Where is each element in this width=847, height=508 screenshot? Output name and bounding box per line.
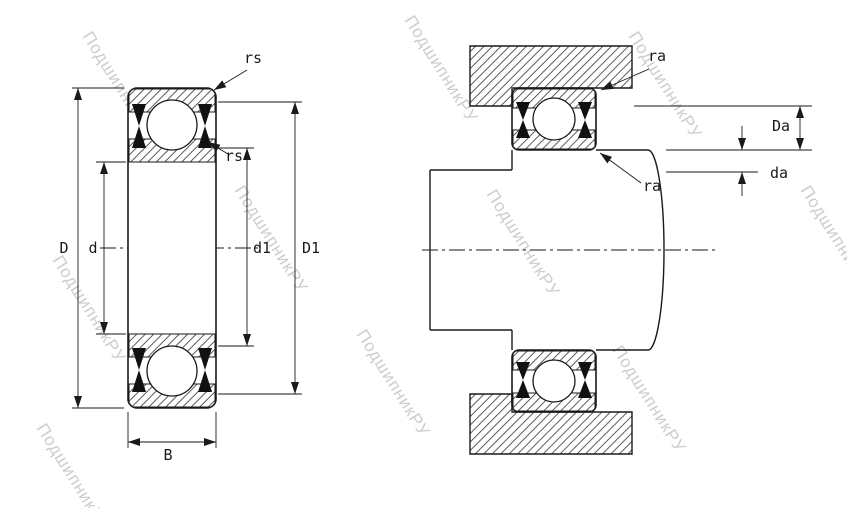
seals xyxy=(516,102,592,138)
ball xyxy=(146,99,198,151)
right-view-mounted-bearing: ra ra Da da xyxy=(422,45,812,455)
dimension-Da: Da xyxy=(634,105,812,151)
dim-label-d1: d1 xyxy=(253,239,271,257)
ball xyxy=(532,97,576,141)
dim-label-D: D xyxy=(59,239,68,257)
watermark-text: ПодшипникРУ xyxy=(797,182,847,296)
dim-label-Da: Da xyxy=(772,117,790,135)
dim-label-da: da xyxy=(770,164,788,182)
seal xyxy=(132,104,146,126)
dim-label-B: B xyxy=(163,446,172,464)
dim-label-rs: rs xyxy=(225,147,243,165)
bearing-outline xyxy=(127,87,217,409)
ball xyxy=(532,359,576,403)
dim-label-ra: ra xyxy=(643,177,661,195)
watermark-text: ПодшипникРУ xyxy=(231,182,312,296)
seal xyxy=(198,348,212,370)
dimension-d: d xyxy=(88,161,126,335)
seals xyxy=(132,104,212,392)
dim-label-D1: D1 xyxy=(302,239,320,257)
watermark-text: ПодшипникРУ xyxy=(33,420,114,508)
left-view-bearing-section: D d d1 D1 B xyxy=(59,49,320,464)
watermark-text: ПодшипникРУ xyxy=(483,186,564,300)
watermark-text: ПодшипникРУ xyxy=(49,252,130,366)
watermark-text: ПодшипникРУ xyxy=(353,326,434,440)
dim-label-d: d xyxy=(88,239,97,257)
seals xyxy=(516,362,592,398)
seal xyxy=(198,104,212,126)
dimension-rs-inner: rs xyxy=(207,141,243,165)
seal xyxy=(198,370,212,392)
seal xyxy=(132,348,146,370)
housing-bottom xyxy=(469,393,633,455)
dimension-da: da xyxy=(666,126,788,196)
seal xyxy=(132,370,146,392)
dimension-D: D xyxy=(59,87,124,409)
ball xyxy=(146,345,198,397)
dimension-rs-top: rs xyxy=(213,49,262,91)
dimension-d1: d1 xyxy=(218,147,271,347)
dimension-ra-top: ra xyxy=(600,47,666,91)
dim-label-ra: ra xyxy=(648,47,666,65)
shaft-end xyxy=(647,149,665,351)
watermark-text: ПодшипникРУ xyxy=(625,28,706,142)
dimension-D1: D1 xyxy=(218,101,320,395)
shaft xyxy=(429,149,665,351)
housing-top xyxy=(469,45,633,107)
dimension-ra-inner: ra xyxy=(599,152,661,195)
seal xyxy=(132,126,146,148)
dim-label-rs: rs xyxy=(244,49,262,67)
dimension-B: B xyxy=(127,412,217,464)
